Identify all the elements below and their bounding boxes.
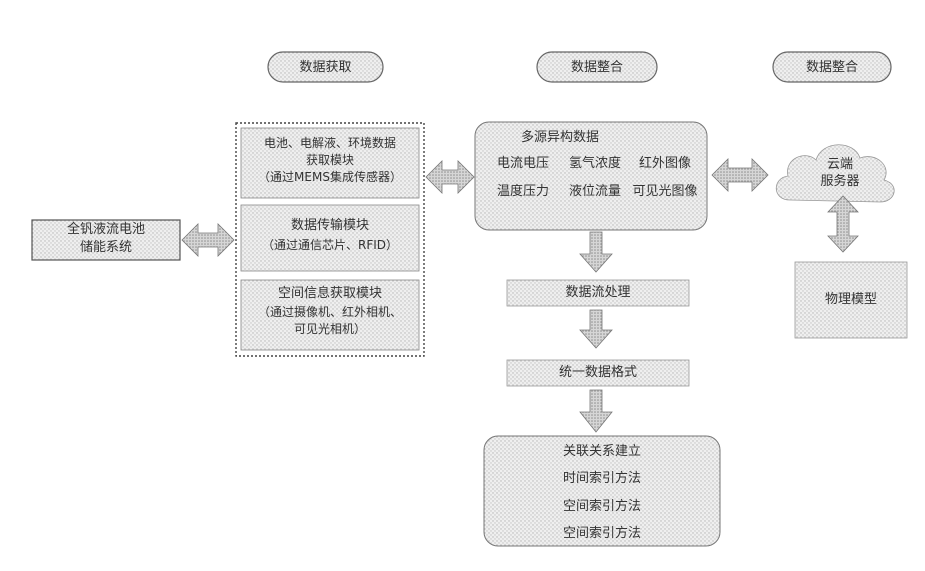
module-acquisition-line2: 获取模块 [241, 153, 419, 168]
multi-r2c3: 可见光图像 [624, 184, 706, 200]
module-spatial-line2: （通过摄像机、红外相机、 [241, 305, 419, 320]
module-spatial-line1: 空间信息获取模块 [241, 286, 419, 302]
header-process-label: 数据整合 [537, 60, 657, 76]
down-arrow-1 [580, 232, 612, 272]
system-label-line1: 全钒液流电池 [32, 222, 180, 238]
module-acquisition-line3: （通过MEMS集成传感器） [241, 170, 419, 185]
module-acquisition-line1: 电池、电解液、环境数据 [241, 136, 419, 151]
system-label-line2: 储能系统 [32, 240, 180, 256]
module-spatial-line3: 可见光相机） [241, 322, 419, 337]
data-cloud-double-arrow [712, 159, 768, 191]
cloud-label-line1: 云端 [800, 157, 880, 173]
down-arrow-2 [580, 310, 612, 348]
system-module-double-arrow [182, 224, 234, 256]
physical-model-label: 物理模型 [795, 292, 907, 308]
multi-source-title: 多源异构数据 [510, 130, 610, 146]
module-data-double-arrow [426, 161, 474, 193]
module-transfer-line1: 数据传输模块 [241, 218, 419, 234]
index-line2: 时间索引方法 [484, 471, 720, 487]
index-line1: 关联关系建立 [484, 444, 720, 460]
index-line3: 空间索引方法 [484, 499, 720, 515]
data-stream-label: 数据流处理 [507, 285, 689, 301]
unified-format-label: 统一数据格式 [507, 365, 689, 381]
multi-r1c2: 氢气浓度 [560, 156, 630, 172]
cloud-label-line2: 服务器 [800, 174, 880, 190]
multi-r2c2: 液位流量 [560, 184, 630, 200]
down-arrow-3 [580, 390, 612, 432]
module-transfer-line2: （通过通信芯片、RFID） [241, 238, 419, 253]
cloud-model-double-arrow [828, 196, 858, 252]
index-line4: 空间索引方法 [484, 526, 720, 542]
multi-r1c1: 电流电压 [488, 156, 558, 172]
header-store-label: 数据整合 [773, 60, 891, 76]
header-collect-label: 数据获取 [268, 60, 383, 76]
multi-r1c3: 红外图像 [630, 156, 700, 172]
multi-r2c1: 温度压力 [488, 184, 558, 200]
